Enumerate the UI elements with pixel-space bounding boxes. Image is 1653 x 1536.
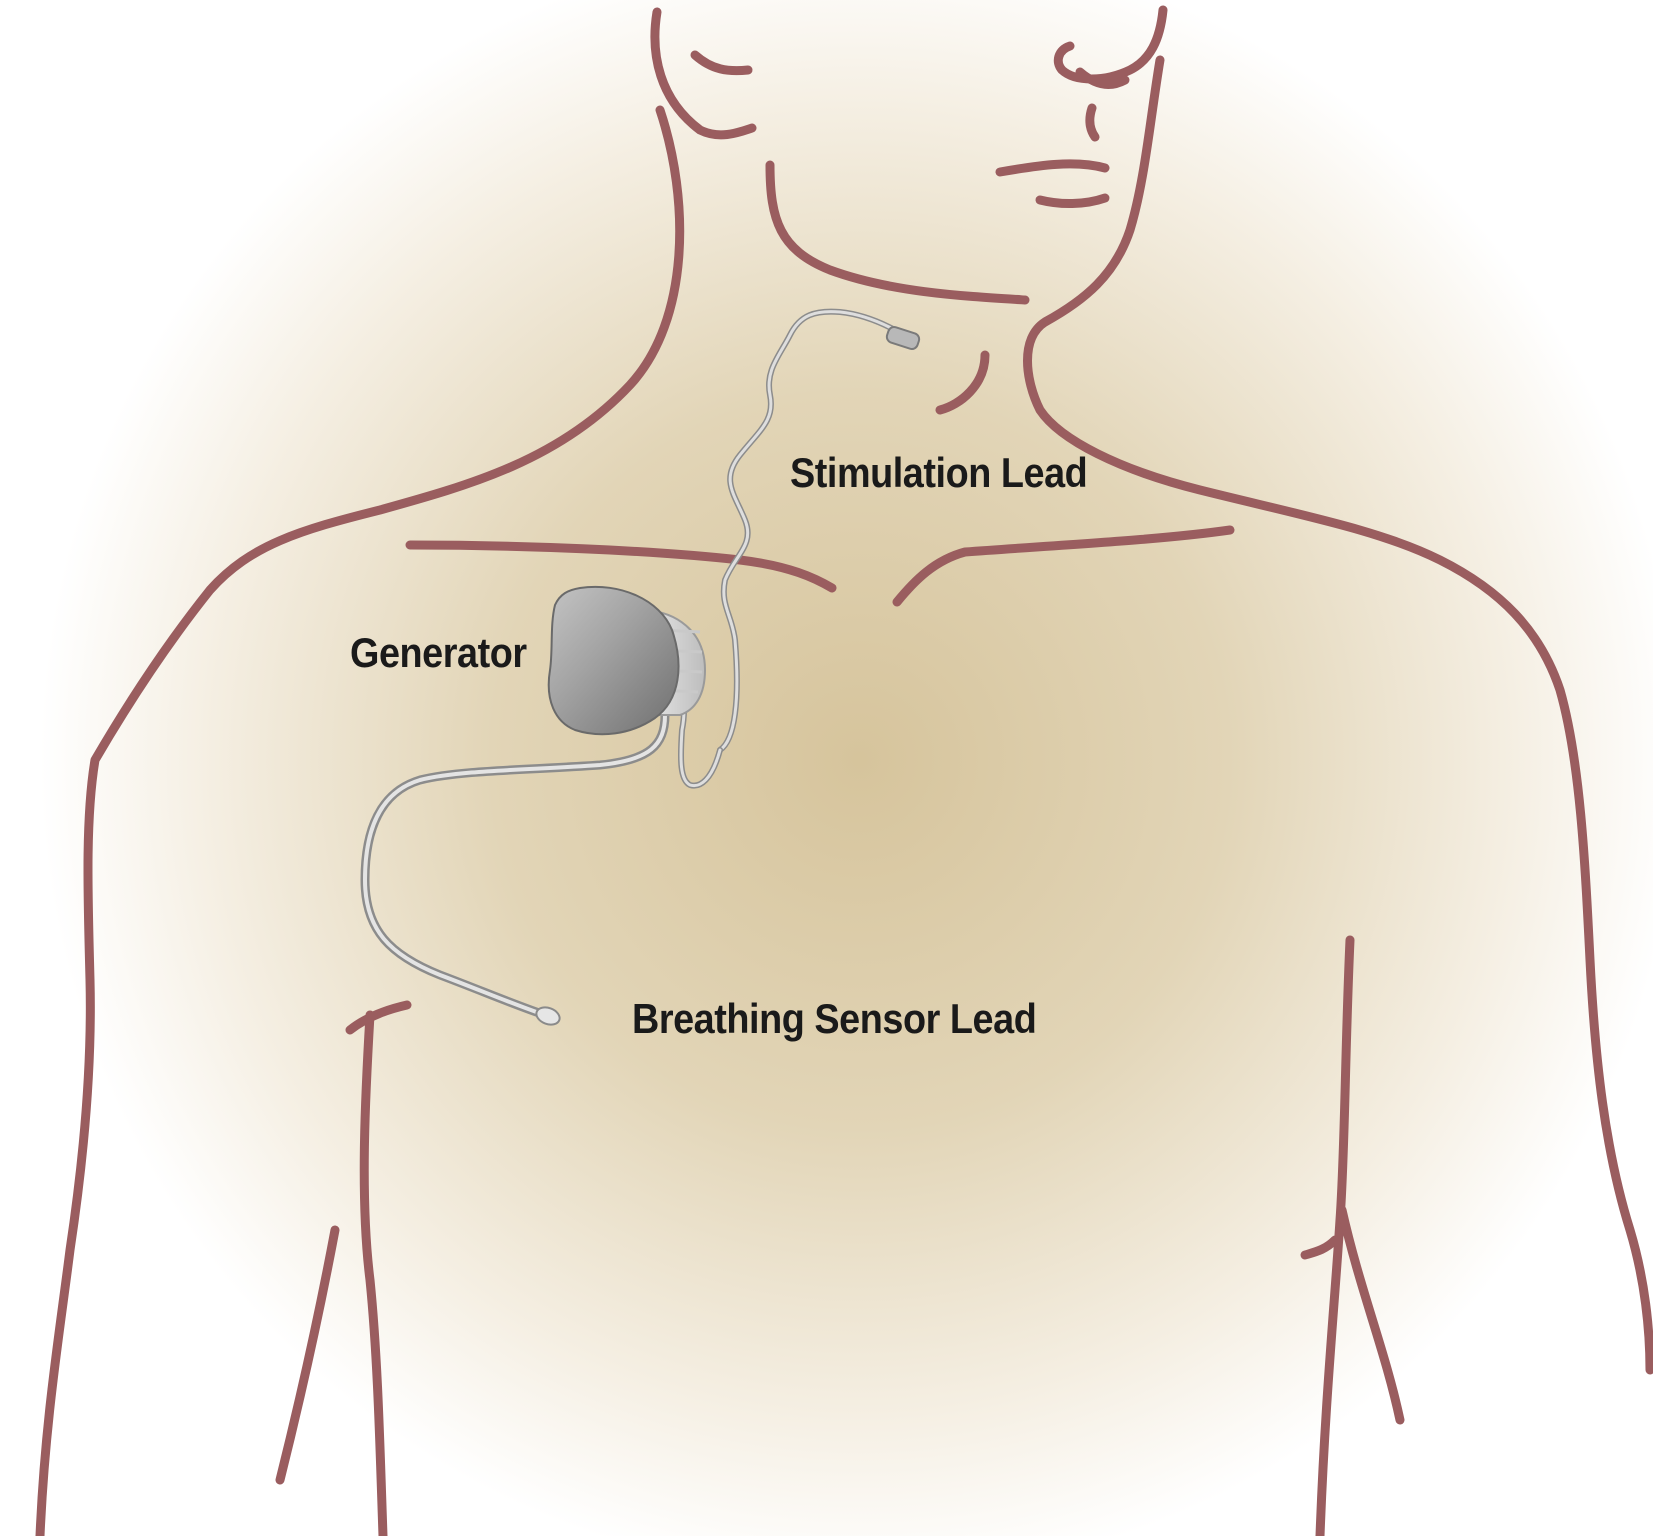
stimulation-cuff (885, 326, 921, 350)
lip-mark (1085, 103, 1100, 142)
collarbone-left (405, 540, 837, 593)
arm-left-inner (359, 1010, 388, 1536)
neck-left-line (35, 105, 685, 1536)
mouth-lower-line (1035, 193, 1110, 209)
breathing-sensor-tip (535, 1006, 561, 1026)
generator-label: Generator (350, 629, 527, 676)
collarbone-right (892, 525, 1235, 607)
arm-right-fold (1300, 1235, 1340, 1260)
stimulation-lead-label: Stimulation Lead (790, 449, 1088, 496)
body-outline (35, 5, 1653, 1536)
throat-line (765, 160, 1030, 305)
nostril-line (1075, 67, 1130, 89)
head-back-line (650, 7, 757, 140)
arm-right-inner (1337, 1205, 1405, 1425)
generator-device (547, 585, 707, 736)
adams-apple-line (935, 350, 990, 415)
breathing-sensor-lead (360, 710, 670, 1026)
stimulation-lead (678, 308, 921, 789)
armpit-left (345, 1000, 412, 1035)
jaw-line (1023, 55, 1653, 1375)
arm-left-fold (275, 1225, 340, 1485)
mouth-upper-line (995, 159, 1110, 177)
ear-line (690, 50, 753, 76)
generator-can (547, 585, 680, 736)
breathing-sensor-lead-label: Breathing Sensor Lead (632, 995, 1037, 1042)
